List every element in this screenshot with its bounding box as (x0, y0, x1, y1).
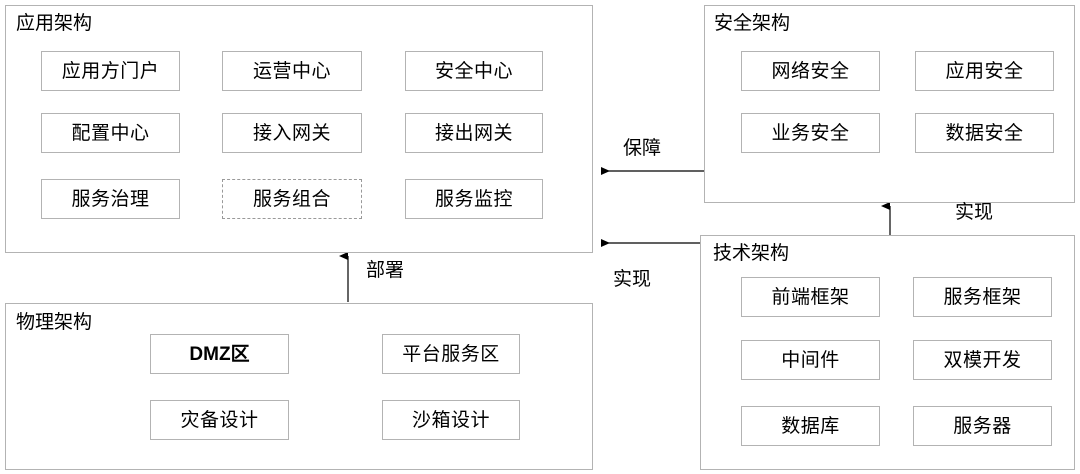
node-security-center[interactable]: 安全中心 (405, 51, 543, 91)
panel-security-architecture (704, 5, 1075, 203)
node-egress-gateway[interactable]: 接出网关 (405, 113, 543, 153)
edge-label-shixian-tech-app: 实现 (613, 269, 652, 290)
node-data-security[interactable]: 数据安全 (915, 113, 1054, 153)
node-config-center[interactable]: 配置中心 (41, 113, 180, 153)
node-ingress-gateway[interactable]: 接入网关 (222, 113, 362, 153)
panel-title-application: 应用架构 (16, 13, 93, 34)
node-server[interactable]: 服务器 (913, 406, 1052, 446)
node-network-security[interactable]: 网络安全 (741, 51, 880, 91)
panel-title-physical: 物理架构 (16, 312, 93, 333)
edge-label-shixian-tech-security: 实现 (955, 202, 994, 223)
node-frontend-framework[interactable]: 前端框架 (741, 277, 880, 317)
node-dmz-zone[interactable]: DMZ区 (150, 334, 289, 374)
node-business-security[interactable]: 业务安全 (741, 113, 880, 153)
node-database[interactable]: 数据库 (741, 406, 880, 446)
node-sandbox-design[interactable]: 沙箱设计 (382, 400, 520, 440)
node-middleware[interactable]: 中间件 (741, 340, 880, 380)
node-disaster-recovery-design[interactable]: 灾备设计 (150, 400, 289, 440)
edge-label-bushu: 部署 (366, 260, 405, 281)
node-operations-center[interactable]: 运营中心 (222, 51, 362, 91)
edge-label-baozhang: 保障 (623, 138, 662, 159)
node-service-monitoring[interactable]: 服务监控 (405, 179, 543, 219)
node-service-framework[interactable]: 服务框架 (913, 277, 1052, 317)
node-platform-service-zone[interactable]: 平台服务区 (382, 334, 520, 374)
node-bimodal-development[interactable]: 双模开发 (913, 340, 1052, 380)
panel-physical-architecture (5, 303, 593, 470)
node-service-composition[interactable]: 服务组合 (222, 179, 362, 219)
panel-title-security: 安全架构 (714, 13, 791, 34)
node-application-security[interactable]: 应用安全 (915, 51, 1054, 91)
panel-title-technology: 技术架构 (713, 243, 790, 264)
node-application-portal[interactable]: 应用方门户 (41, 51, 180, 91)
node-service-governance[interactable]: 服务治理 (41, 179, 180, 219)
